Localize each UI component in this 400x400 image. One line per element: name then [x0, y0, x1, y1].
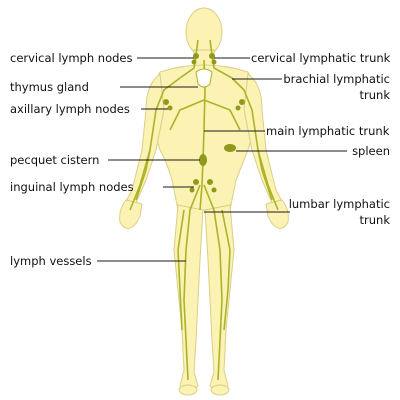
label-inguinal-lymph-nodes: inguinal lymph nodes: [10, 180, 134, 194]
label-spleen: spleen: [352, 144, 390, 158]
right-foot-shape: [210, 384, 230, 396]
spleen-shape: [224, 144, 236, 152]
left-forearm-branch: [135, 149, 151, 201]
head-shape: [185, 7, 223, 57]
cervical-node-2: [209, 53, 215, 59]
left-chest-vessel: [169, 99, 205, 131]
label-main-lymphatic-trunk: main lymphatic trunk: [266, 124, 390, 138]
label-cervical-lymphatic-trunk: cervical lymphatic trunk: [251, 51, 391, 65]
label-cervical-lymph-nodes: cervical lymph nodes: [10, 51, 133, 65]
right-leg-vessel: [203, 184, 223, 381]
inguinal-node-2: [207, 179, 213, 185]
right-arm-vessel: [231, 77, 279, 211]
inguinal-node-4: [211, 187, 217, 193]
left-leg-vessel: [183, 184, 201, 381]
left-leg-vessel-outer: [177, 209, 185, 331]
inguinal-node-3: [189, 187, 195, 193]
left-leg-shape: [173, 204, 204, 393]
label-brachial-lymphatic-trunk-line1: brachial lymphatic: [283, 72, 390, 86]
label-axillary-lymph-nodes: axillary lymph nodes: [10, 102, 130, 116]
left-arm-shape: [123, 73, 165, 211]
axillary-node-2: [167, 105, 173, 111]
label-thymus-gland: thymus gland: [10, 80, 89, 94]
left-hand-shape: [119, 199, 143, 229]
right-chest-vessel: [203, 99, 241, 131]
label-lymph-vessels: lymph vessels: [10, 254, 92, 268]
inguinal-node-1: [193, 179, 199, 185]
label-lumbar-lymphatic-trunk-line1: lumbar lymphatic: [288, 197, 390, 211]
pecquet-cistern-shape: [199, 154, 207, 166]
axillary-node-1: [163, 99, 169, 105]
label-brachial-lymphatic-trunk-line2: trunk: [359, 88, 390, 102]
axillary-node-4: [235, 105, 241, 111]
axillary-node-3: [239, 99, 245, 105]
cervical-node-1: [193, 53, 199, 59]
left-arm-vessel: [129, 77, 181, 211]
right-forearm-branch: [257, 149, 273, 201]
cervical-node-4: [211, 59, 217, 65]
lymph-nodes: [163, 53, 245, 193]
leader-lines: [97, 57, 347, 262]
left-foot-shape: [178, 384, 198, 396]
label-lumbar-lymphatic-trunk-line2: trunk: [359, 213, 390, 227]
right-arm-shape: [243, 73, 285, 211]
thymus-gland-shape: [195, 68, 213, 88]
right-hand-shape: [265, 199, 289, 229]
right-leg-vessel-outer: [221, 209, 231, 331]
label-pecquet-cistern: pecquet cistern: [10, 153, 100, 167]
cervical-node-3: [191, 59, 197, 65]
